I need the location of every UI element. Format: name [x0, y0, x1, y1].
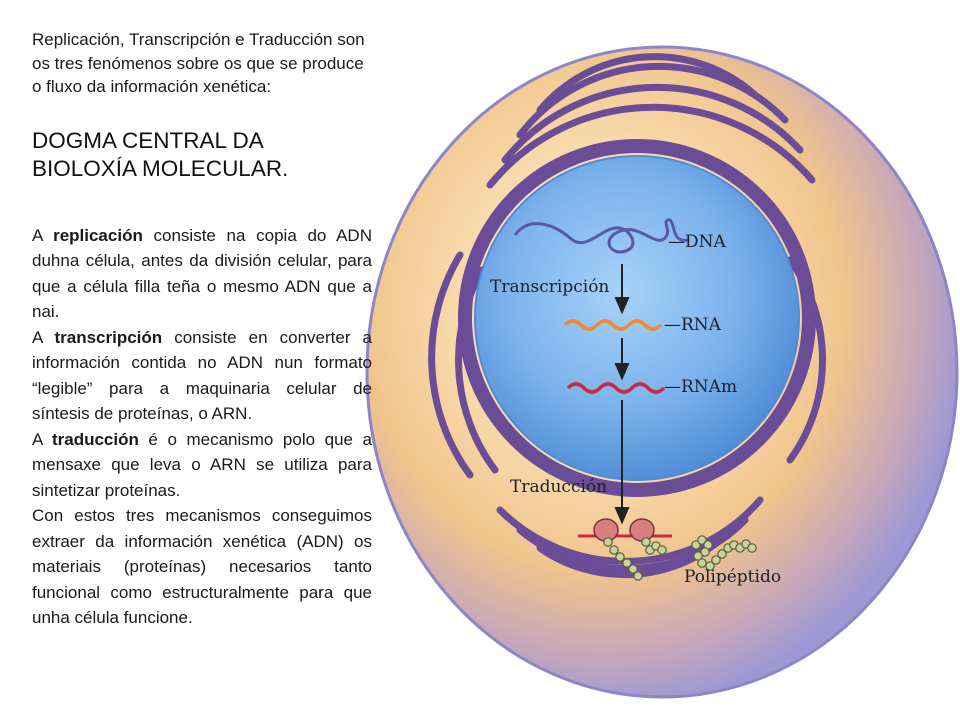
- amino-acid-bead: [609, 545, 619, 555]
- term-translation: traducción: [51, 429, 139, 449]
- nucleus: [474, 155, 800, 481]
- amino-acid-bead: [717, 549, 727, 559]
- amino-acid-bead: [700, 547, 710, 557]
- nuclear-envelope: [458, 139, 816, 497]
- explanation: A replicación consiste na copia do ADN d…: [32, 223, 372, 631]
- dna-strand: [513, 218, 689, 254]
- flow-arrows: [614, 264, 630, 525]
- heading-line-2: BIOLOXÍA MOLECULAR: [32, 155, 283, 181]
- paragraph-translation: A traducción é o mecanismo polo que a me…: [32, 427, 372, 504]
- amino-acid-bead: [628, 564, 638, 574]
- main-heading: DOGMA CENTRAL DA BIOLOXÍA MOLECULAR.: [32, 127, 372, 183]
- paragraph-replication: A replicación consiste na copia do ADN d…: [32, 223, 372, 325]
- term-transcription: transcripción: [54, 327, 163, 347]
- endoplasmic-reticulum: [428, 53, 827, 579]
- paragraph-transcription: A transcripción consiste en converter a …: [32, 325, 372, 427]
- label-rnam: —RNAm: [664, 377, 737, 397]
- paragraph-body: Con estos tres mecanismos conseguimos ex…: [32, 506, 372, 627]
- amino-acid-bead: [697, 535, 707, 545]
- paragraph-body: é o mecanismo polo que a mensaxe que lev…: [32, 429, 373, 500]
- amino-acid-bead: [705, 561, 715, 571]
- polypeptide-chains: [603, 535, 757, 581]
- amino-acid-bead: [691, 540, 701, 550]
- label-polypeptide: Polipéptido: [684, 567, 781, 587]
- amino-acid-bead: [603, 537, 613, 547]
- intro-text: Replicación, Transcripción e Traducción …: [32, 30, 365, 96]
- amino-acid-bead: [615, 552, 625, 562]
- rna-strand: [563, 319, 663, 331]
- paragraph-prefix: A: [32, 225, 54, 245]
- amino-acid-bead: [641, 537, 651, 547]
- paragraph-prefix: A: [32, 429, 52, 449]
- paragraph-conclusion: Con estos tres mecanismos conseguimos ex…: [32, 503, 372, 631]
- amino-acid-bead: [633, 571, 643, 581]
- label-translation: Traducción: [510, 477, 607, 497]
- label-transcription: Transcripción: [490, 277, 609, 297]
- term-replication: replicación: [53, 225, 143, 245]
- amino-acid-bead: [747, 543, 757, 553]
- label-rna: —RNA: [664, 315, 722, 335]
- paragraph-prefix: A: [32, 327, 55, 347]
- amino-acid-bead: [697, 558, 707, 568]
- amino-acid-bead: [693, 551, 703, 561]
- paragraph-body: consiste en converter a información cont…: [32, 327, 373, 424]
- text-column: Replicación, Transcripción e Traducción …: [32, 28, 372, 631]
- amino-acid-bead: [622, 558, 632, 568]
- rnam-strand: [566, 382, 666, 394]
- amino-acid-bead: [711, 555, 721, 565]
- paragraph-body: consiste na copia do ADN duhna célula, a…: [32, 225, 372, 322]
- amino-acid-bead: [657, 545, 667, 555]
- ribosomes: [593, 518, 655, 542]
- label-dna: —DNA: [668, 232, 727, 252]
- heading-period: .: [282, 155, 289, 181]
- heading-line-1: DOGMA CENTRAL DA: [32, 127, 264, 153]
